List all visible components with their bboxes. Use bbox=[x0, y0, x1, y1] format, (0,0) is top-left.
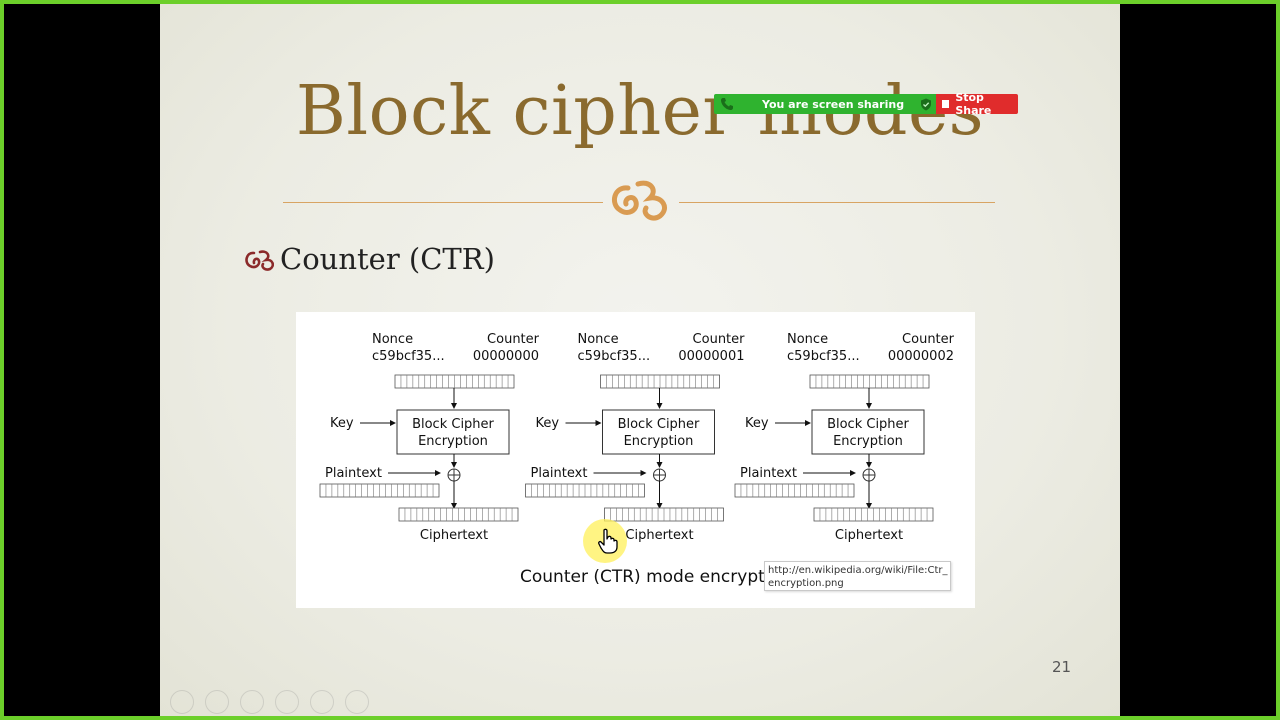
zoom-icon[interactable] bbox=[310, 690, 334, 714]
block-cipher-box bbox=[396, 409, 510, 455]
nonce-value: c59bcf35... bbox=[578, 349, 651, 364]
prev-slide-icon[interactable] bbox=[170, 690, 194, 714]
counter-label: Counter bbox=[902, 332, 955, 347]
ciphertext-block-cells bbox=[398, 507, 519, 522]
ciphertext-label: Ciphertext bbox=[625, 528, 693, 543]
counter-label: Counter bbox=[487, 332, 540, 347]
link-tooltip: http://en.wikipedia.org/wiki/File:Ctr_ e… bbox=[764, 561, 951, 591]
next-slide-icon[interactable] bbox=[205, 690, 229, 714]
slideshow-toolbar bbox=[170, 690, 369, 714]
counter-value: 00000000 bbox=[473, 349, 539, 364]
plaintext-label: Plaintext bbox=[740, 466, 797, 481]
block-cipher-label: Block Cipher bbox=[827, 417, 909, 432]
phone-icon bbox=[721, 98, 733, 110]
block-cipher-label: Encryption bbox=[833, 434, 903, 449]
figure-caption: Counter (CTR) mode encryption bbox=[520, 567, 791, 587]
plaintext-block-cells bbox=[319, 483, 440, 498]
ornament-icon bbox=[611, 180, 667, 221]
sharing-status-text: You are screen sharing bbox=[762, 97, 905, 111]
block-cipher-box bbox=[811, 409, 925, 455]
key-label: Key bbox=[536, 416, 560, 431]
ciphertext-block-cells bbox=[604, 507, 724, 522]
block-cipher-label: Block Cipher bbox=[618, 417, 700, 432]
plaintext-block-cells bbox=[525, 483, 645, 498]
hand-cursor-icon bbox=[598, 528, 618, 554]
more-options-icon[interactable] bbox=[345, 690, 369, 714]
divider-line-left bbox=[283, 202, 603, 203]
page-number: 21 bbox=[1052, 658, 1072, 676]
nonce-label: Nonce bbox=[787, 332, 828, 347]
counter-value: 00000001 bbox=[678, 349, 744, 364]
block-cipher-label: Encryption bbox=[418, 434, 488, 449]
bullet-text: Counter (CTR) bbox=[280, 242, 495, 276]
key-label: Key bbox=[330, 416, 354, 431]
key-label: Key bbox=[745, 416, 769, 431]
shield-icon bbox=[921, 98, 931, 110]
stop-icon bbox=[942, 100, 950, 108]
plaintext-label: Plaintext bbox=[531, 466, 588, 481]
tooltip-url-cont: encryption.png bbox=[768, 578, 844, 589]
counter-block-cells bbox=[600, 374, 720, 389]
block-cipher-box bbox=[602, 409, 715, 455]
screen-sharing-bar[interactable]: You are screen sharing bbox=[714, 94, 936, 114]
counter-block-cells bbox=[809, 374, 930, 389]
nonce-label: Nonce bbox=[578, 332, 619, 347]
pen-icon[interactable] bbox=[240, 690, 264, 714]
plaintext-label: Plaintext bbox=[325, 466, 382, 481]
ornament-bullet-icon bbox=[245, 250, 274, 271]
counter-value: 00000002 bbox=[888, 349, 954, 364]
bullet-item: Counter (CTR) bbox=[242, 242, 495, 276]
stop-share-label: Stop Share bbox=[955, 91, 992, 117]
nonce-value: c59bcf35... bbox=[372, 349, 445, 364]
divider-line-right bbox=[679, 202, 995, 203]
block-cipher-label: Block Cipher bbox=[412, 417, 494, 432]
ciphertext-label: Ciphertext bbox=[420, 528, 488, 543]
ciphertext-label: Ciphertext bbox=[835, 528, 903, 543]
tooltip-url: http://en.wikipedia.org/wiki/File:Ctr_ bbox=[768, 565, 948, 576]
stop-share-button[interactable]: Stop Share bbox=[936, 91, 1018, 117]
nonce-label: Nonce bbox=[372, 332, 413, 347]
nonce-value: c59bcf35... bbox=[787, 349, 860, 364]
slides-grid-icon[interactable] bbox=[275, 690, 299, 714]
block-cipher-label: Encryption bbox=[624, 434, 694, 449]
counter-label: Counter bbox=[693, 332, 746, 347]
plaintext-block-cells bbox=[734, 483, 855, 498]
counter-block-cells bbox=[394, 374, 515, 389]
ciphertext-block-cells bbox=[813, 507, 934, 522]
